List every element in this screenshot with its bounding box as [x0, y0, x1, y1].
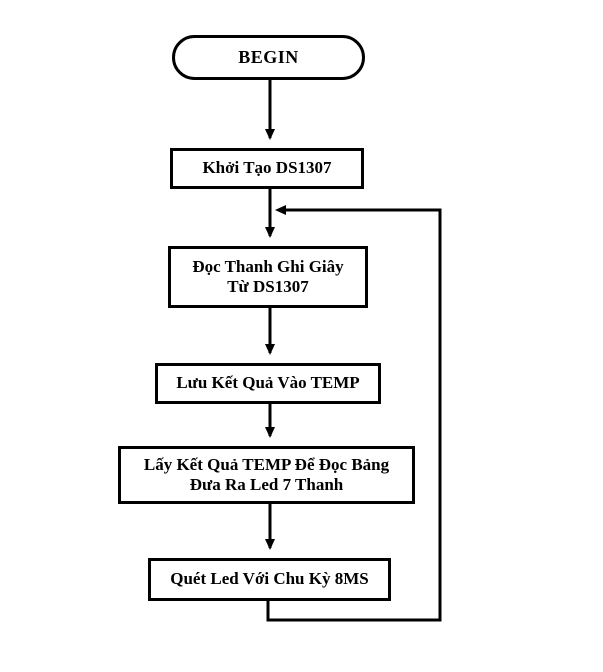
- node-doc-thanh-ghi-giay-label: Đọc Thanh Ghi Giây Từ DS1307: [192, 256, 344, 296]
- node-lay-ket-qua-temp-label: Lấy Kết Quả TEMP Để Đọc Bảng Đưa Ra Led …: [143, 454, 390, 494]
- node-quet-led-chu-ky-8ms-label: Quét Led Với Chu Kỳ 8MS: [170, 569, 369, 589]
- node-khoi-tao-ds1307-label: Khởi Tạo DS1307: [202, 158, 332, 178]
- node-begin[interactable]: BEGIN: [172, 35, 365, 80]
- node-luu-ket-qua-vao-temp-label: Lưu Kết Quả Vào TEMP: [176, 373, 360, 393]
- node-doc-thanh-ghi-giay[interactable]: Đọc Thanh Ghi Giây Từ DS1307: [168, 246, 368, 308]
- node-khoi-tao-ds1307[interactable]: Khởi Tạo DS1307: [170, 148, 364, 189]
- node-begin-label: BEGIN: [238, 46, 299, 67]
- node-lay-ket-qua-temp[interactable]: Lấy Kết Quả TEMP Để Đọc Bảng Đưa Ra Led …: [118, 446, 415, 504]
- edge-scan-to-read-feedback: [266, 205, 442, 622]
- node-luu-ket-qua-vao-temp[interactable]: Lưu Kết Quả Vào TEMP: [155, 363, 381, 404]
- node-quet-led-chu-ky-8ms[interactable]: Quét Led Với Chu Kỳ 8MS: [148, 558, 391, 601]
